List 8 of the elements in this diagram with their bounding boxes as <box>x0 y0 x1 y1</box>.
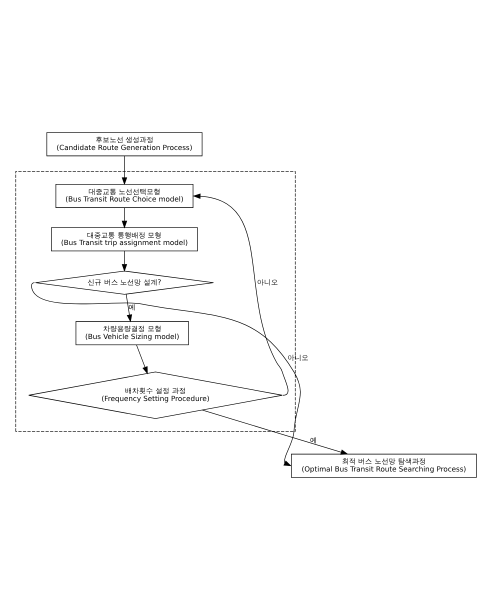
arrow <box>31 282 301 466</box>
arrow <box>136 344 148 374</box>
arrow <box>122 156 128 186</box>
arrow <box>202 410 348 455</box>
arrow <box>122 207 128 229</box>
arrow <box>192 193 288 396</box>
arrow <box>126 294 132 322</box>
arrow <box>122 250 128 272</box>
